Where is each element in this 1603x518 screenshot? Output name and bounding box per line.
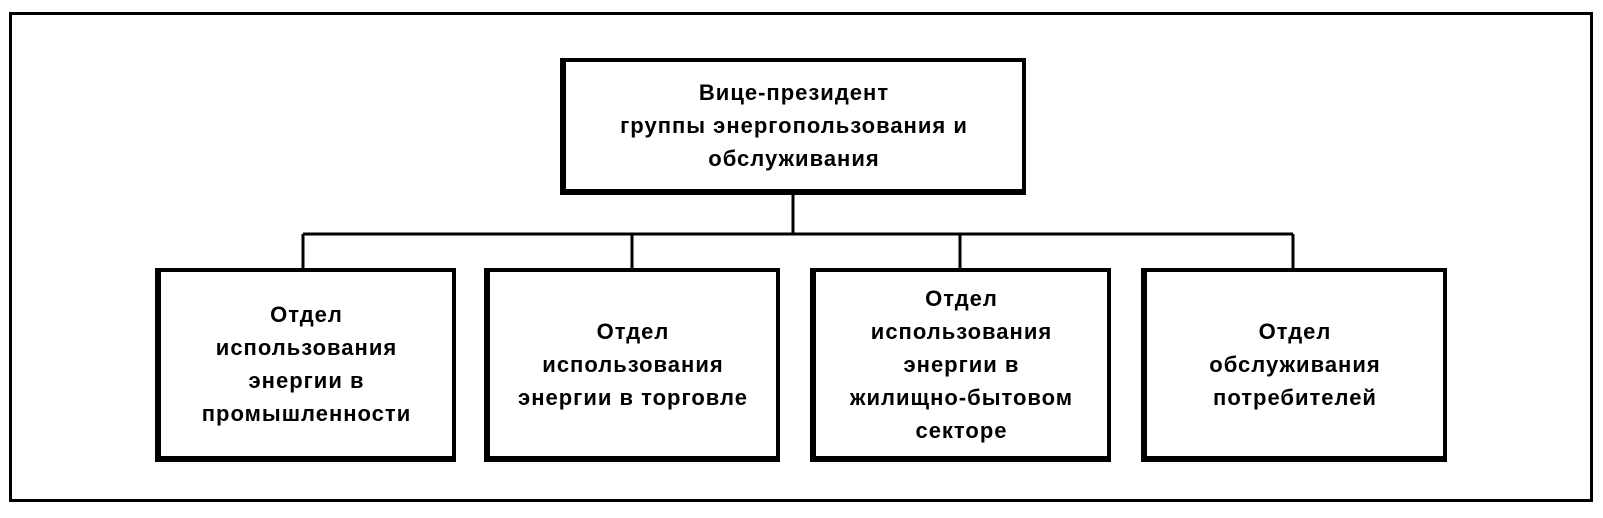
department-industry-box: Отдел использования энергии в промышленн… [155, 268, 456, 462]
department-trade-box: Отдел использования энергии в торговле [484, 268, 780, 462]
department-residential-label: Отдел использования энергии в жилищно-бы… [849, 285, 1074, 443]
department-customer-service-label: Отдел обслуживания потребителей [1209, 318, 1381, 410]
department-trade-label: Отдел использования энергии в торговле [518, 318, 748, 410]
department-industry-label: Отдел использования энергии в промышленн… [201, 302, 412, 426]
department-customer-service-box: Отдел обслуживания потребителей [1141, 268, 1447, 462]
vice-president-box: Вице-президент группы энергопользования … [560, 58, 1026, 195]
vice-president-label: Вице-президент группы энергопользования … [620, 80, 968, 171]
diagram-frame [9, 12, 1593, 502]
department-residential-box: Отдел использования энергии в жилищно-бы… [810, 268, 1111, 462]
